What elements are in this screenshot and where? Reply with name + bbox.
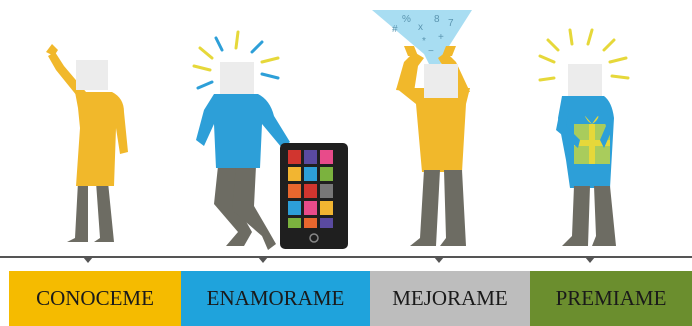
figure-mejorame: % x 8 7 # * + −	[372, 10, 472, 246]
svg-text:#: #	[392, 24, 398, 35]
svg-text:%: %	[402, 14, 411, 25]
figure-conoceme	[46, 44, 128, 242]
tablet-icon	[280, 143, 348, 249]
svg-text:+: +	[438, 32, 444, 43]
figure-premiame	[538, 28, 630, 246]
stage-label-enamorame: ENAMORAME	[206, 286, 345, 310]
svg-text:−: −	[428, 46, 434, 57]
stage-label-conoceme: CONOCEME	[36, 286, 154, 310]
stage-box-1	[9, 271, 181, 326]
figure-enamorame	[192, 30, 290, 250]
stage-box-3	[370, 271, 530, 326]
svg-text:8: 8	[434, 14, 440, 25]
svg-text:7: 7	[448, 18, 454, 29]
timeline	[0, 256, 692, 263]
stage-box-4	[530, 271, 692, 326]
svg-text:x: x	[418, 22, 423, 33]
stage-label-premiame: PREMIAME	[555, 286, 667, 310]
stage-label-mejorame: MEJORAME	[392, 286, 508, 310]
stage-box-2	[181, 271, 370, 326]
stage-bar	[9, 271, 692, 326]
svg-text:*: *	[422, 36, 426, 47]
